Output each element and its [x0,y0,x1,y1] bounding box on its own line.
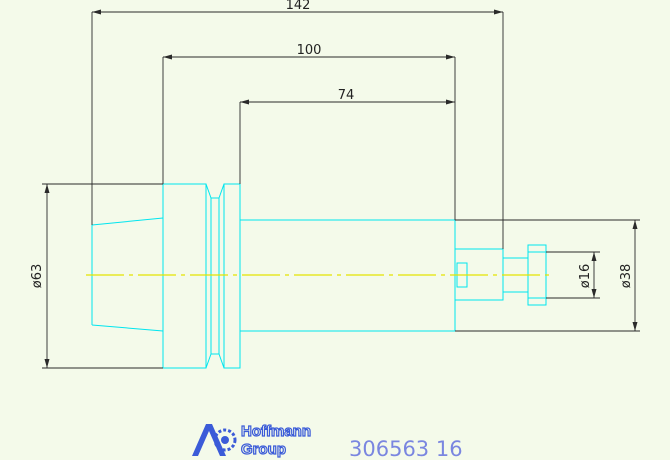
gear-icon [213,428,237,452]
tip-ring-detail [503,251,546,299]
part-outline [91,183,547,369]
brand-line2: Group [241,441,286,458]
dim-142: 142 [286,0,311,13]
dim-74: 74 [338,88,355,103]
v-groove [205,183,225,369]
logo-mark-icon [192,424,226,456]
brand-logo: Hoffmann Group [192,422,312,459]
dim-d16: ø16 [578,264,593,289]
part-number: 306563 16 [349,437,463,460]
dim-100: 100 [297,43,322,58]
brand-line1: Hoffmann [241,423,311,440]
dimension-lines [42,9,640,369]
dim-d63: ø63 [30,264,45,289]
flange-rear [223,183,241,369]
flange [162,183,207,369]
dim-d38: ø38 [619,264,634,289]
